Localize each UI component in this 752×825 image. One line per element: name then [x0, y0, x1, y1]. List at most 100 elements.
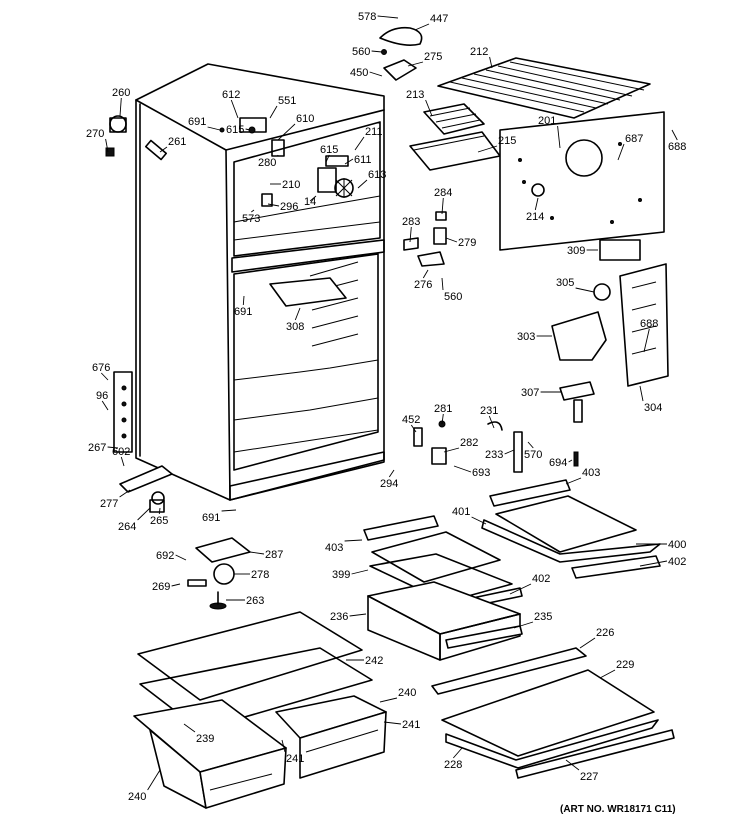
part-callout-400: 400 — [668, 539, 686, 551]
part-callout-211: 211 — [365, 126, 383, 138]
part-callout-270: 270 — [86, 128, 104, 140]
leader-line — [207, 126, 221, 131]
part-callout-233: 233 — [485, 449, 503, 461]
part-callout-307: 307 — [521, 387, 539, 399]
part-callout-275: 275 — [424, 51, 442, 63]
leader-line — [100, 372, 109, 381]
part-callout-450: 450 — [350, 67, 368, 79]
part-callout-551: 551 — [278, 95, 296, 107]
part-callout-260: 260 — [112, 87, 130, 99]
leader-line — [425, 99, 433, 117]
part-callout-403: 403 — [582, 467, 600, 479]
part-callout-308: 308 — [286, 321, 304, 333]
leader-line — [671, 129, 678, 141]
part-callout-691: 691 — [202, 512, 220, 524]
leader-line — [277, 123, 296, 141]
leader-line — [565, 477, 582, 485]
leader-line — [471, 516, 487, 525]
damper-control — [219, 117, 267, 134]
leader-line — [504, 449, 515, 455]
leader-line — [344, 539, 363, 542]
leader-line — [171, 583, 181, 587]
part-callout-201: 201 — [538, 115, 556, 127]
part-callout-279: 279 — [458, 237, 476, 249]
leader-line — [344, 158, 354, 165]
leader-line — [477, 145, 498, 153]
part-callout-402: 402 — [668, 556, 686, 568]
leader-line — [445, 237, 458, 243]
leader-line — [534, 197, 539, 211]
leader-line — [105, 138, 109, 153]
part-callout-294: 294 — [380, 478, 398, 490]
part-callout-691: 691 — [188, 116, 206, 128]
part-callout-210: 210 — [282, 179, 300, 191]
part-callout-305: 305 — [556, 277, 574, 289]
part-callout-241: 241 — [402, 719, 420, 731]
leader-line — [639, 385, 644, 402]
leader-line — [383, 721, 402, 725]
leader-line — [230, 99, 239, 119]
leader-line — [183, 723, 196, 733]
part-callout-96: 96 — [96, 390, 108, 402]
part-callout-615: 615 — [226, 124, 244, 136]
part-callout-694: 694 — [549, 457, 567, 469]
leader-line — [147, 769, 161, 791]
part-callout-231: 231 — [480, 405, 498, 417]
side-hinge-plate — [113, 371, 133, 453]
part-callout-236: 236 — [330, 611, 348, 623]
part-callout-402: 402 — [532, 573, 550, 585]
part-callout-281: 281 — [434, 403, 452, 415]
leader-line — [377, 15, 399, 19]
part-callout-403: 403 — [325, 542, 343, 554]
part-callout-304: 304 — [644, 402, 662, 414]
part-callout-612: 612 — [222, 89, 240, 101]
part-callout-693: 693 — [472, 467, 490, 479]
leader-line — [414, 23, 430, 31]
leader-line — [441, 197, 444, 215]
leader-line — [579, 637, 596, 649]
leader-line — [488, 415, 495, 429]
crisper-drawer-left — [133, 699, 287, 809]
leader-line — [489, 56, 493, 69]
leader-line — [452, 747, 463, 759]
part-callout-615: 615 — [320, 144, 338, 156]
part-callout-399: 399 — [332, 569, 350, 581]
part-callout-14: 14 — [304, 196, 316, 208]
part-callout-264: 264 — [118, 521, 136, 533]
leader-line — [120, 456, 125, 467]
leader-line — [309, 195, 317, 202]
leader-line — [119, 97, 122, 117]
part-callout-691: 691 — [234, 306, 252, 318]
part-callout-452: 452 — [402, 414, 420, 426]
part-callout-602: 602 — [112, 446, 130, 458]
leader-line — [249, 551, 265, 555]
leader-line — [527, 441, 534, 449]
part-callout-309: 309 — [567, 245, 585, 257]
leader-line — [407, 61, 424, 67]
part-callout-570: 570 — [524, 449, 542, 461]
leader-line — [251, 209, 255, 213]
deli-pan-shelf — [269, 277, 347, 307]
part-callout-284: 284 — [434, 187, 452, 199]
leader-line — [349, 613, 367, 617]
leader-line — [119, 489, 131, 498]
leader-line — [371, 50, 383, 53]
part-callout-213: 213 — [406, 89, 424, 101]
leader-line — [643, 328, 650, 353]
part-callout-240: 240 — [398, 687, 416, 699]
crisper-drawer-right — [275, 695, 387, 779]
leader-line — [441, 413, 444, 425]
air-duct — [551, 263, 669, 423]
part-callout-280: 280 — [258, 157, 276, 169]
leader-line — [409, 226, 412, 243]
leader-line — [242, 295, 245, 306]
part-callout-282: 282 — [460, 437, 478, 449]
part-callout-287: 287 — [265, 549, 283, 561]
leader-line — [575, 287, 595, 293]
part-callout-283: 283 — [402, 216, 420, 228]
part-callout-226: 226 — [596, 627, 614, 639]
leader-line — [617, 143, 625, 161]
part-callout-265: 265 — [150, 515, 168, 527]
part-callout-240: 240 — [128, 791, 146, 803]
